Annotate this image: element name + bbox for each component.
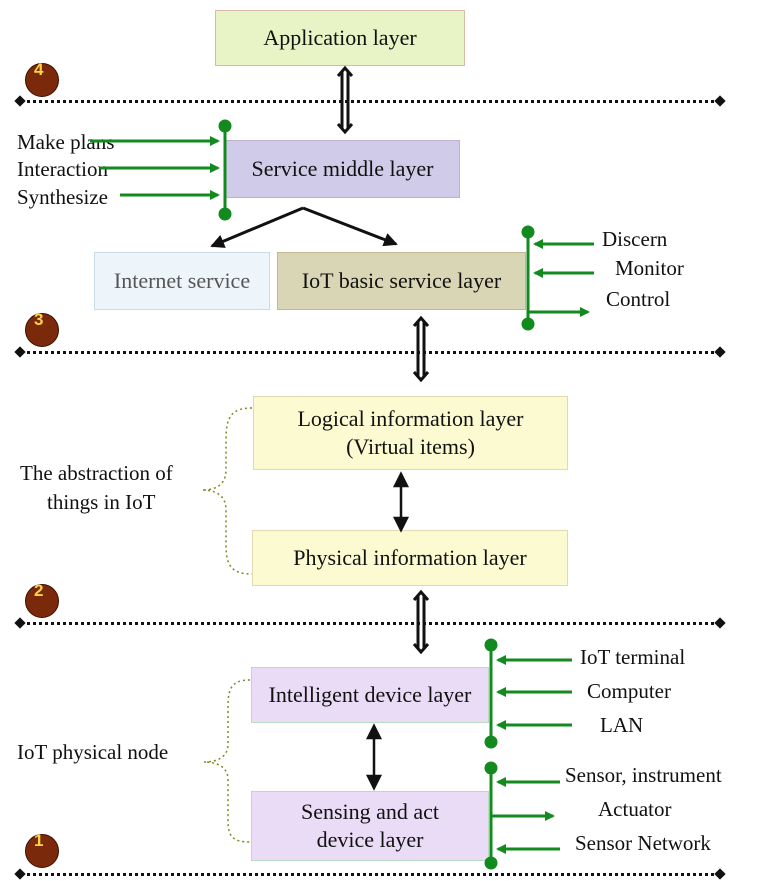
virtual-items-label: (Virtual items)	[346, 434, 475, 459]
control-label: Control	[606, 287, 671, 311]
sensor-instrument-label: Sensor, instrument	[565, 763, 722, 787]
application-layer-box: Application layer	[215, 10, 465, 66]
service-middle-layer-label: Service middle layer	[251, 156, 434, 181]
iot-basic-service-layer-label: IoT basic service layer	[301, 268, 502, 293]
sensing-layer-label-line1: Sensing and act	[300, 799, 440, 824]
physical-information-layer-box: Physical information layer	[252, 530, 568, 586]
level-number: 4	[34, 60, 44, 79]
internet-service-label: Internet service	[113, 268, 251, 293]
device-inputs-bar	[484, 638, 572, 749]
discern-label: Discern	[602, 227, 668, 251]
abstraction-bracket	[201, 407, 253, 575]
double-arrow-app-to-middle	[336, 65, 354, 135]
sensing-and-act-device-layer-box: Sensing and act device layer	[251, 791, 489, 861]
arrow-logical-physical	[392, 471, 410, 533]
application-layer-label: Application layer	[263, 25, 417, 50]
sensing-layer-label-line2: device layer	[316, 827, 424, 852]
double-arrow-level-2	[412, 589, 430, 655]
abstraction-label-line2: things in IoT	[47, 490, 156, 514]
level-marker: 4	[25, 60, 59, 97]
logical-information-layer-box: Logical information layer (Virtual items…	[253, 396, 568, 470]
actuator-label: Actuator	[598, 797, 672, 821]
level-4-separator	[20, 100, 720, 103]
level-marker: 3	[25, 310, 59, 347]
level-number: 1	[34, 831, 44, 850]
double-arrow-level-3	[412, 315, 430, 383]
abstraction-label-line1: The abstraction of	[20, 461, 173, 485]
iot-basic-service-layer-box: IoT basic service layer	[277, 252, 526, 310]
sensing-io-bar	[484, 761, 560, 870]
level-1-separator	[20, 873, 720, 876]
split-arrows	[210, 206, 398, 248]
iot-physical-node-label: IoT physical node	[17, 740, 169, 764]
level-marker: 2	[25, 581, 59, 618]
interaction-label: Interaction	[17, 157, 108, 181]
level-2-separator	[20, 622, 720, 625]
arrow-intelligent-sensing	[365, 723, 383, 791]
level-3-separator	[20, 351, 720, 354]
computer-label: Computer	[587, 679, 671, 703]
monitor-label: Monitor	[615, 256, 684, 280]
iot-terminal-label: IoT terminal	[580, 645, 686, 669]
lan-label: LAN	[600, 713, 644, 737]
logical-information-layer-label: Logical information layer	[297, 406, 524, 431]
service-middle-layer-box: Service middle layer	[225, 140, 460, 198]
basic-service-io-bar	[521, 225, 594, 331]
intelligent-device-layer-label: Intelligent device layer	[268, 682, 472, 707]
level-marker: 1	[25, 831, 59, 868]
physical-information-layer-label: Physical information layer	[293, 545, 527, 570]
intelligent-device-layer-box: Intelligent device layer	[251, 667, 489, 723]
middle-inputs-bar	[90, 119, 232, 221]
physical-node-bracket	[203, 679, 251, 843]
synthesize-label: Synthesize	[17, 185, 108, 209]
sensor-network-label: Sensor Network	[575, 831, 711, 855]
level-number: 3	[34, 310, 44, 329]
level-number: 2	[34, 581, 44, 600]
internet-service-box: Internet service	[94, 252, 270, 310]
